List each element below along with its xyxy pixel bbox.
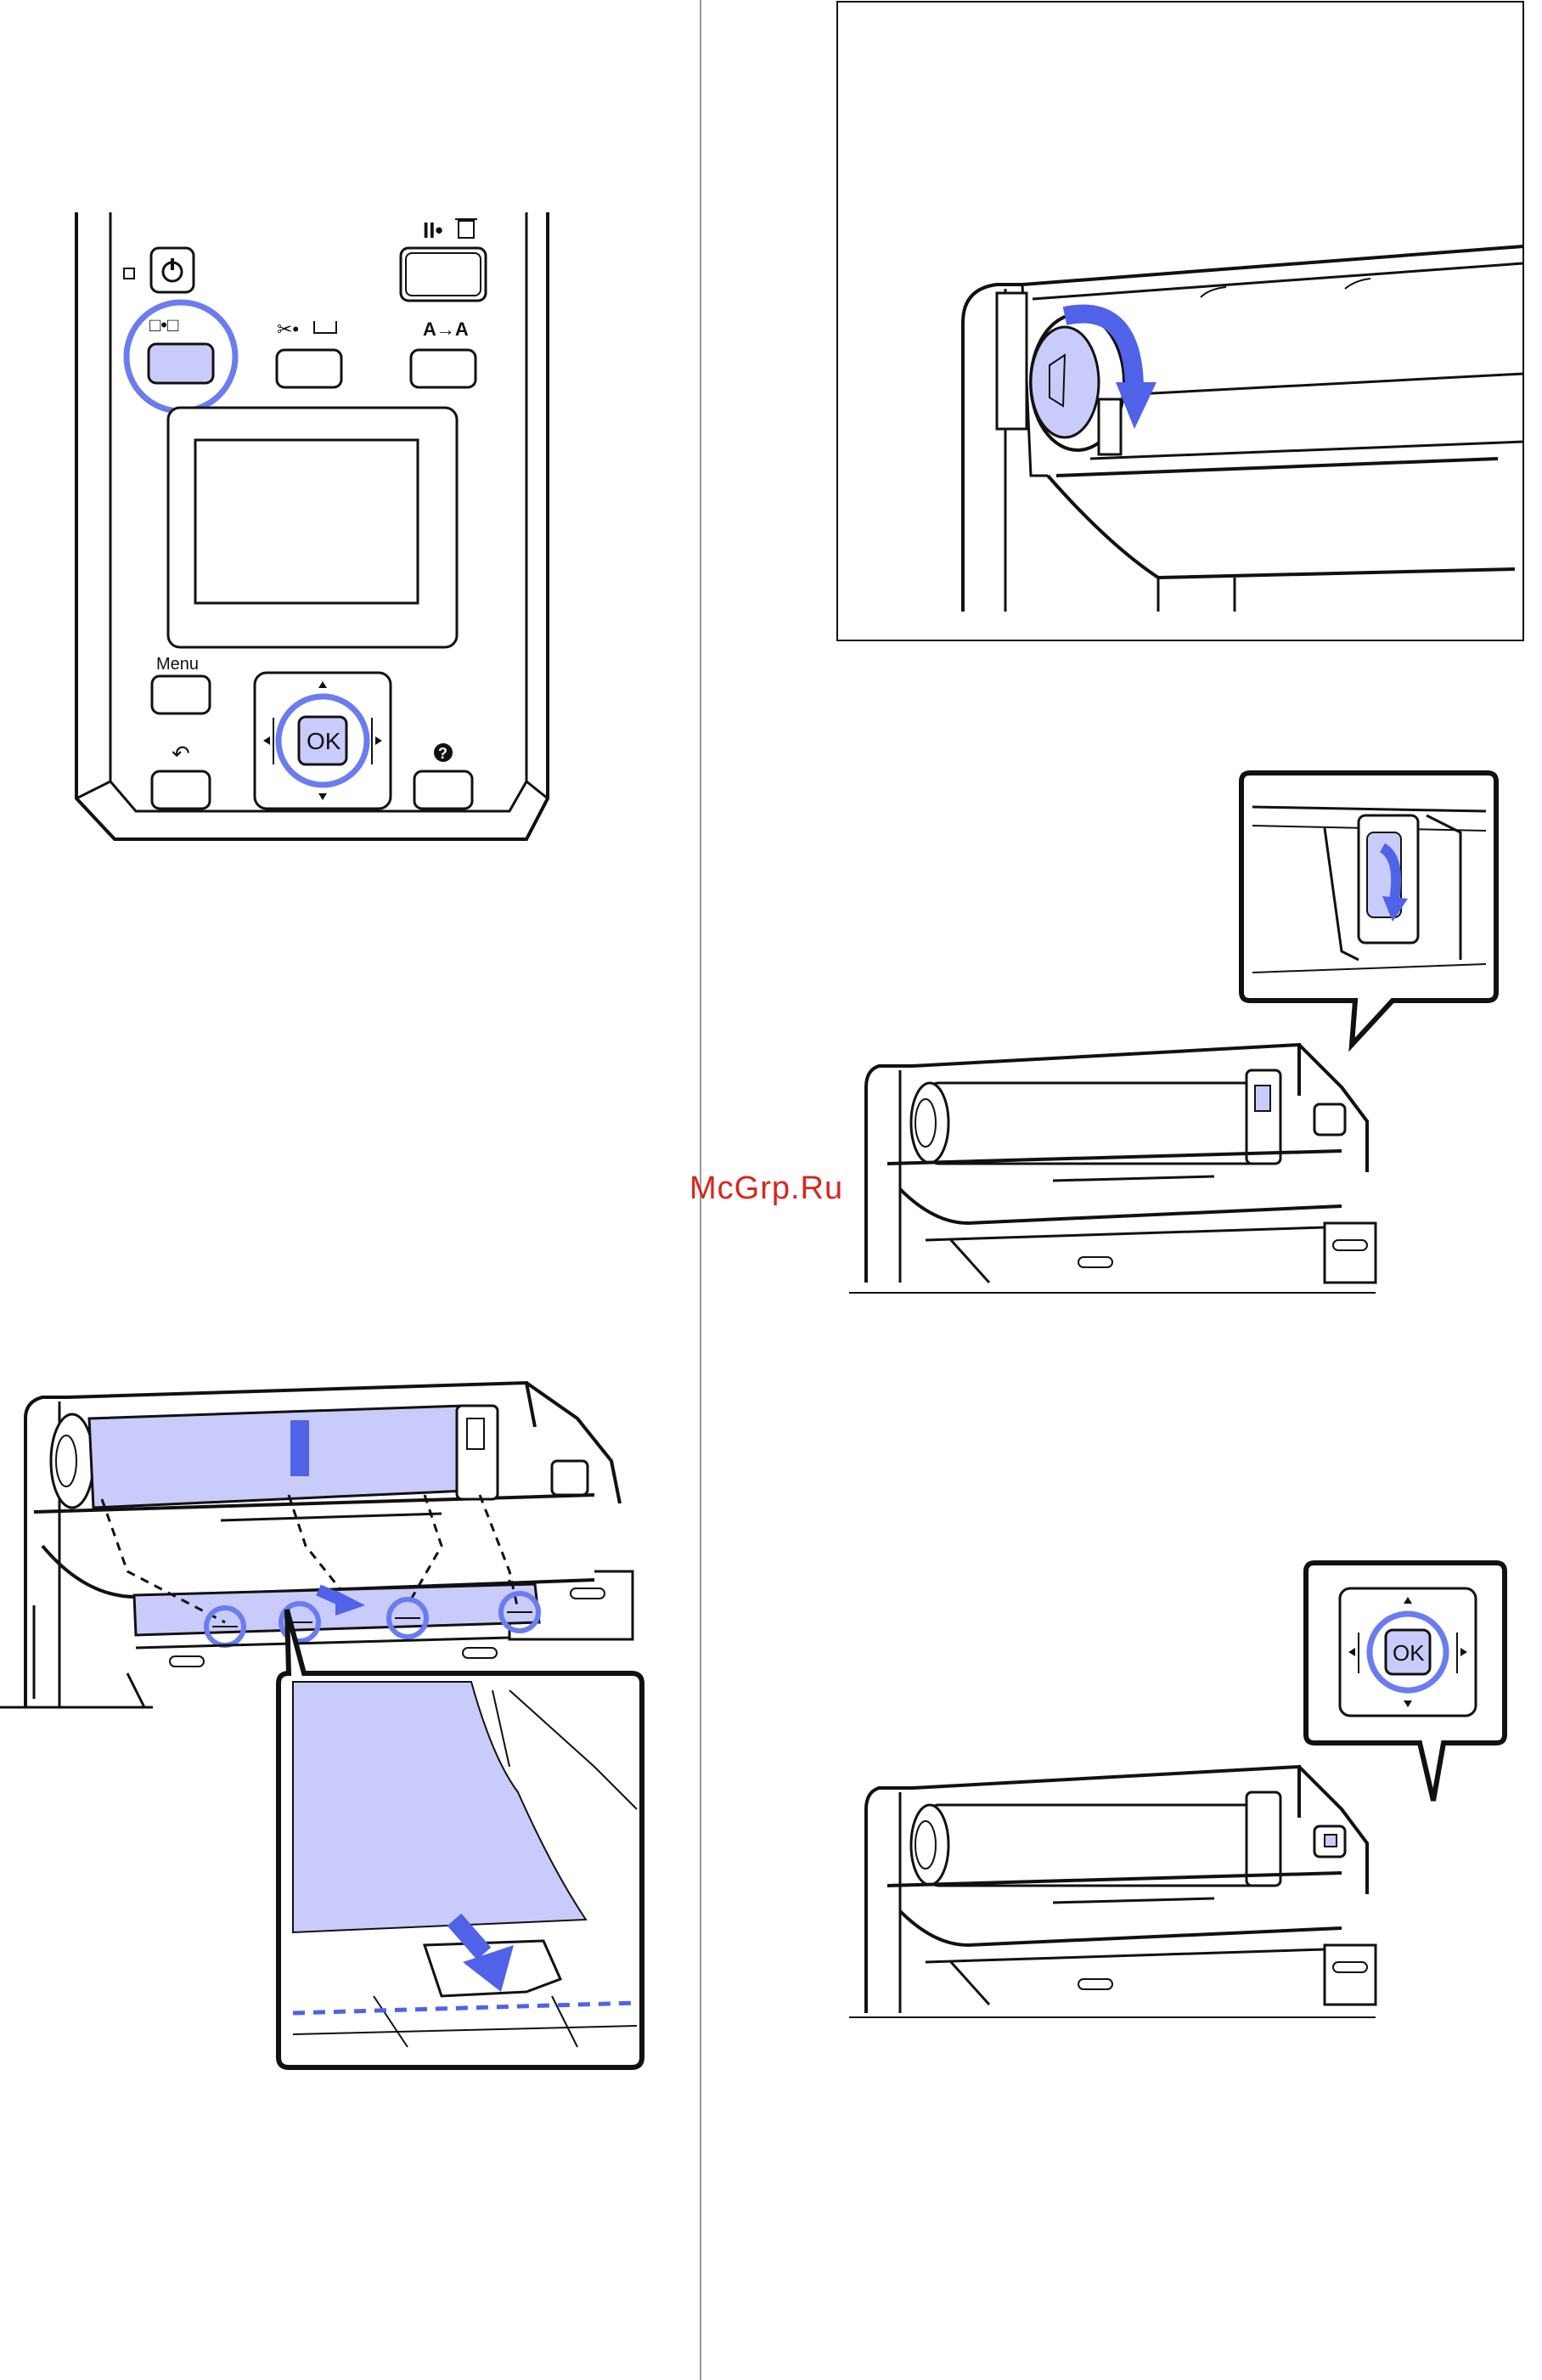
roll-adapter-figure [836, 0, 1532, 646]
pause-cancel-button[interactable]: II• [401, 217, 486, 301]
ink-switch-label: A→A [423, 319, 469, 340]
menu-label: Menu [156, 655, 199, 674]
back-button[interactable]: ↶ [152, 741, 210, 809]
ok-inset: OK [1306, 1563, 1505, 1801]
paper-source-button[interactable]: □•□ [127, 302, 235, 411]
trash-icon [455, 219, 477, 238]
ok-label: OK [307, 728, 341, 754]
lcd-screen [168, 408, 457, 647]
back-icon: ↶ [172, 741, 190, 766]
inset-ok-label: OK [1393, 1640, 1425, 1666]
menu-button[interactable]: Menu [152, 655, 210, 713]
paper-source-icon: □•□ [149, 314, 178, 336]
paper-edge-inset [279, 1610, 642, 2067]
power-button[interactable] [151, 248, 194, 292]
pause-label: II• [423, 217, 443, 243]
control-panel-figure: II• □•□ ✂• A→A [68, 204, 560, 883]
adapter-lever-figure [849, 764, 1528, 1300]
watermark-text: McGrp.Ru [689, 1170, 843, 1207]
help-button[interactable]: ? [414, 743, 472, 809]
power-light-icon [124, 268, 134, 279]
paper-loading-figure [0, 1368, 662, 2081]
cut-eject-icon: ✂• [277, 319, 299, 340]
lever-inset [1241, 773, 1496, 1045]
help-icon: ? [438, 745, 447, 762]
ink-switch-button[interactable]: A→A [411, 319, 476, 387]
cut-eject-button[interactable]: ✂• [277, 319, 341, 387]
press-ok-figure: OK [849, 1554, 1528, 2030]
